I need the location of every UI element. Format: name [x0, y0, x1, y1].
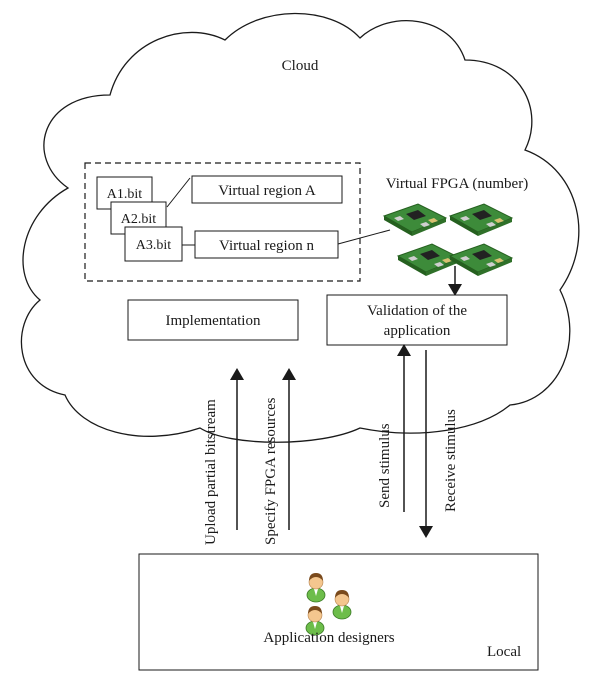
- virtual-fpga-label: Virtual FPGA (number): [386, 176, 528, 192]
- virtual-region-n-box: [194, 230, 339, 259]
- specify-label: Specify FPGA resources: [263, 397, 279, 545]
- connector-line-n-fpga: [337, 229, 391, 245]
- validation-box: [326, 294, 508, 346]
- bitfile-a2-label: A2.bit: [121, 212, 157, 227]
- upload-label: Upload partial bitstream: [203, 399, 219, 545]
- designers-label: Application designers: [263, 630, 394, 646]
- send-label: Send stimulus: [377, 423, 393, 508]
- implementation-label: Implementation: [166, 313, 261, 329]
- validation-label-line1: Validation of the: [367, 303, 467, 319]
- virtual-region-a-box: [191, 175, 343, 204]
- implementation-box: [127, 299, 299, 341]
- connector-line-a: [166, 177, 191, 208]
- virtual-region-a-label: Virtual region A: [218, 183, 316, 199]
- bitfile-a1-label: A1.bit: [107, 187, 143, 202]
- bitfile-a3-label: A3.bit: [136, 238, 172, 253]
- virtual-region-group: [84, 162, 361, 282]
- validation-label-line2: application: [384, 323, 451, 339]
- bitfile-a3-box: [124, 226, 183, 262]
- virtual-region-n-label: Virtual region n: [219, 238, 314, 254]
- local-label: Local: [487, 644, 521, 660]
- cloud-label: Cloud: [282, 58, 319, 74]
- receive-label: Receive stimulus: [443, 409, 459, 512]
